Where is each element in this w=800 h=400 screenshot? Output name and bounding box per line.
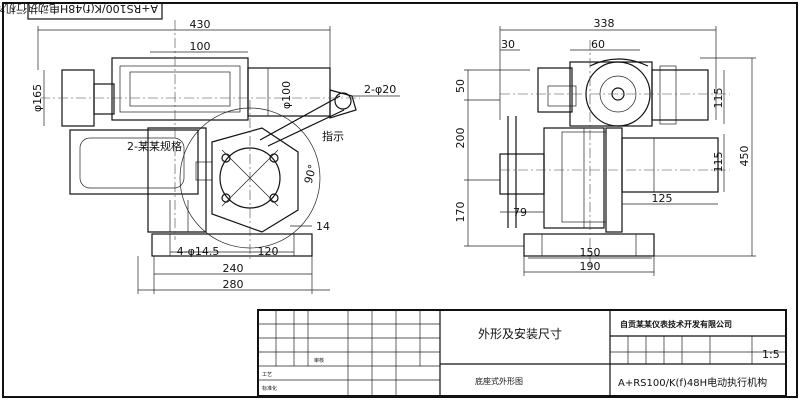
side-shaft: [499, 153, 545, 195]
dim-100-dia: φ100: [280, 81, 293, 109]
side-flange-bottom: [605, 127, 623, 233]
title-block-frame: [257, 309, 787, 397]
indicator-label: 指示: [322, 129, 344, 143]
dim-190: 190: [580, 260, 601, 273]
tb-label: 审核: [314, 357, 324, 364]
side-wheel-arc: [589, 58, 649, 67]
dim-79: 79: [513, 206, 527, 219]
dim-50: 50: [454, 79, 467, 93]
title-block: 审核 工艺 标准化 外形及安装尺寸 自贡某某仪表技术开发有限公司 1:5 底座式…: [257, 309, 787, 397]
dim-125: 125: [652, 192, 673, 205]
drawing-name: 底座式外形图: [475, 376, 523, 386]
scale: 1:5: [762, 348, 780, 361]
side-cylinder-top: [651, 69, 709, 121]
side-top-left-inner: [547, 85, 577, 107]
dim-2-20: 2-φ20: [364, 83, 396, 96]
control-box-label: 2-某某规格: [127, 139, 182, 153]
dim-115-top: 115: [712, 88, 725, 109]
front-base: [151, 233, 313, 257]
side-base: [523, 233, 655, 257]
pointer-arm: [259, 95, 341, 141]
handwheel-shaft: [93, 83, 115, 115]
front-view: 2-某某规格 指示 430 100: [31, 18, 400, 294]
end-hole: [334, 92, 352, 110]
side-gearbox: [543, 127, 605, 229]
product-code: A+RS100/K(f)48H电动执行机构: [618, 376, 767, 389]
dim-280: 280: [223, 278, 244, 291]
dim-150: 150: [580, 246, 601, 259]
side-top-left: [537, 67, 573, 113]
dim-angle-90: 90°: [302, 163, 320, 185]
side-cylinder-flange: [659, 65, 677, 125]
side-view: 338 30 60 50 200 170 79 115 115 450 125 …: [454, 17, 756, 276]
dim-60: 60: [591, 38, 605, 51]
header-code: A+RS100/K(f)48H电动执行机构: [0, 2, 158, 16]
motor-housing: [111, 57, 249, 121]
side-cylinder-bottom: [621, 137, 719, 193]
dim-200: 200: [454, 128, 467, 149]
cylinder-end: [329, 89, 357, 119]
dim-30: 30: [501, 38, 515, 51]
dim-430: 430: [190, 18, 211, 31]
company-name: 自贡某某仪表技术开发有限公司: [620, 319, 732, 329]
tb-label: 标准化: [262, 385, 277, 392]
dim-100: 100: [190, 40, 211, 53]
header-code-box: [27, 2, 163, 20]
dim-170: 170: [454, 202, 467, 223]
pointer-arm: [267, 109, 345, 147]
dim-120: 120: [258, 245, 279, 258]
gearbox-body: [147, 127, 207, 233]
dim-240: 240: [223, 262, 244, 275]
dim-450: 450: [738, 146, 751, 167]
tb-label: 工艺: [262, 372, 272, 378]
dim-115-bottom: 115: [712, 152, 725, 173]
dim-4-14-5: 4-φ14.5: [177, 245, 220, 258]
dim-338: 338: [594, 17, 615, 30]
control-box-panel: [79, 137, 185, 189]
dim-14: 14: [316, 220, 330, 233]
motor-cover: [119, 65, 241, 113]
dim-165: φ165: [31, 84, 44, 112]
flange-hexagon: [211, 127, 299, 233]
main-title: 外形及安装尺寸: [478, 326, 562, 341]
motor-window: [129, 71, 231, 107]
